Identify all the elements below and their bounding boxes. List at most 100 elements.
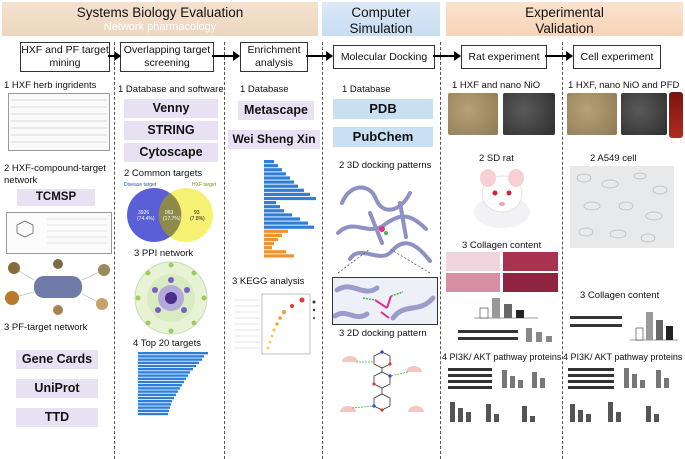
rat-svg — [474, 169, 530, 228]
stage-target-mining: HXF and PF target mining — [20, 42, 110, 72]
top20-bar — [138, 371, 190, 374]
top20-bar — [138, 355, 204, 358]
go-enrichment-svg — [264, 160, 316, 258]
flow-arrow-4 — [433, 51, 461, 61]
go-bar — [264, 176, 290, 180]
docking-2d-svg — [340, 350, 424, 412]
cell-pathway-panel — [566, 364, 682, 426]
ppi-network-label: 3 PPI network — [134, 248, 194, 259]
column-divider-2 — [224, 42, 225, 459]
top20-bar — [138, 380, 184, 384]
pdb-pill: PDB — [333, 99, 433, 119]
venn-overlap-pct: (17.7%) — [163, 216, 181, 222]
kegg-bubble-svg — [234, 293, 316, 355]
network-pharmacology-subtitle: Network pharmacology — [103, 21, 217, 33]
column-divider-1 — [114, 42, 115, 459]
flow-arrow-5 — [545, 51, 573, 61]
venn-disease-label: Disease target — [124, 182, 157, 188]
a549-cell-label: 2 A549 cell — [590, 153, 637, 164]
go-bar — [264, 180, 294, 184]
compound-network-label: 2 HXF-compound-target network — [4, 163, 112, 187]
sd-rat-image — [462, 166, 542, 232]
protein-3d-structure — [330, 173, 436, 277]
top20-bar — [138, 384, 182, 387]
top20-bar-chart — [124, 350, 216, 420]
stage-rat-experiment: Rat experiment — [461, 45, 547, 69]
top20-bar — [138, 390, 178, 393]
pf-network-label: 3 PF-target network — [4, 322, 88, 333]
go-enrichment-chart — [234, 158, 320, 262]
cell-pathway-svg — [568, 368, 669, 422]
go-bar — [264, 192, 310, 196]
go-bar — [264, 233, 282, 237]
rat-pathway-label: 4 PI3K/ AKT pathway proteins — [442, 352, 562, 362]
go-bar — [264, 250, 286, 254]
column-divider-3 — [322, 42, 323, 459]
go-bar — [264, 184, 298, 188]
rat-pathway-svg — [448, 368, 545, 422]
go-bar — [264, 201, 276, 205]
col3-database-label: 1 Database — [240, 84, 289, 95]
docking-2d-label: 3 2D docking pattern — [339, 328, 427, 339]
go-bar — [264, 246, 272, 250]
compound-table-image — [6, 212, 112, 254]
weishengxin-pill: Wei Sheng Xin — [228, 130, 320, 149]
top20-bar — [138, 374, 188, 377]
docking-zoom-inset — [332, 277, 438, 325]
cell-hxf-powder-image — [567, 93, 617, 135]
ttd-pill: TTD — [16, 408, 98, 427]
herb-ingredients-table — [8, 93, 110, 151]
col4-database-label: 1 Database — [342, 84, 391, 95]
flow-arrow-2 — [212, 51, 240, 61]
venn-overlap-count: 963 — [165, 210, 174, 216]
cell-nio-powder-image — [621, 93, 667, 135]
go-bar — [264, 172, 286, 176]
flow-arrow-1 — [108, 51, 121, 61]
go-bar — [264, 168, 282, 172]
top20-bar — [138, 393, 176, 396]
computer-simulation-banner: Computer Simulation Bioinformatics — [322, 2, 440, 49]
top20-bar — [138, 412, 168, 416]
herb-table-lines — [11, 99, 107, 143]
systems-biology-title: Systems Biology Evaluation — [76, 5, 244, 20]
top20-bar — [138, 358, 202, 361]
nio-powder-image — [503, 93, 555, 135]
rat-pathway-panel — [446, 364, 558, 426]
top20-bar — [138, 368, 193, 371]
top20-bar — [138, 352, 208, 355]
go-bar — [264, 242, 274, 246]
histology-tile-3 — [446, 273, 500, 292]
top20-bars-svg — [138, 352, 208, 416]
cell-collagen-label: 3 Collagen content — [580, 290, 660, 301]
rat-collagen-bars — [470, 294, 540, 320]
docking-2d-diagram — [332, 342, 434, 428]
common-targets-label: 2 Common targets — [124, 168, 203, 179]
database-software-label: 1 Database and software — [118, 84, 224, 95]
stage-molecular-docking: Molecular Docking — [333, 45, 435, 69]
cytoscape-pill: Cytoscape — [124, 143, 218, 162]
stage-overlap-screening: Overlapping target screening — [120, 42, 214, 72]
pf-network-drawing — [5, 259, 110, 315]
top20-bar — [138, 409, 169, 412]
ppi-network-graphic — [124, 260, 218, 336]
histology-tile-1 — [446, 252, 500, 271]
venn-diagram: Disease target HXF target 3926 (74.4%) 9… — [116, 180, 222, 244]
go-bar — [264, 221, 308, 225]
go-bar — [264, 205, 280, 209]
venny-pill: Venny — [124, 99, 218, 118]
metascape-pill: Metascape — [238, 101, 314, 120]
go-bar — [264, 217, 300, 221]
genecards-pill: Gene Cards — [16, 350, 98, 369]
systems-biology-banner: Systems Biology Evaluation Network pharm… — [2, 2, 318, 36]
top20-bar — [138, 403, 171, 406]
uniprot-pill: UniProt — [16, 379, 98, 398]
go-bar — [264, 254, 294, 258]
cell-pathway-label: 4 PI3K/ AKT pathway proteins — [563, 352, 683, 362]
validation-title: Validation — [535, 21, 594, 36]
top20-targets-label: 4 Top 20 targets — [133, 338, 201, 349]
kegg-analysis-label: 3 KEGG analysis — [232, 276, 305, 287]
hxf-powder-image — [448, 93, 498, 135]
docking-zoom-svg — [332, 284, 436, 321]
stage-enrichment: Enrichment analysis — [240, 42, 308, 72]
rat-hyp-blot — [454, 322, 556, 346]
